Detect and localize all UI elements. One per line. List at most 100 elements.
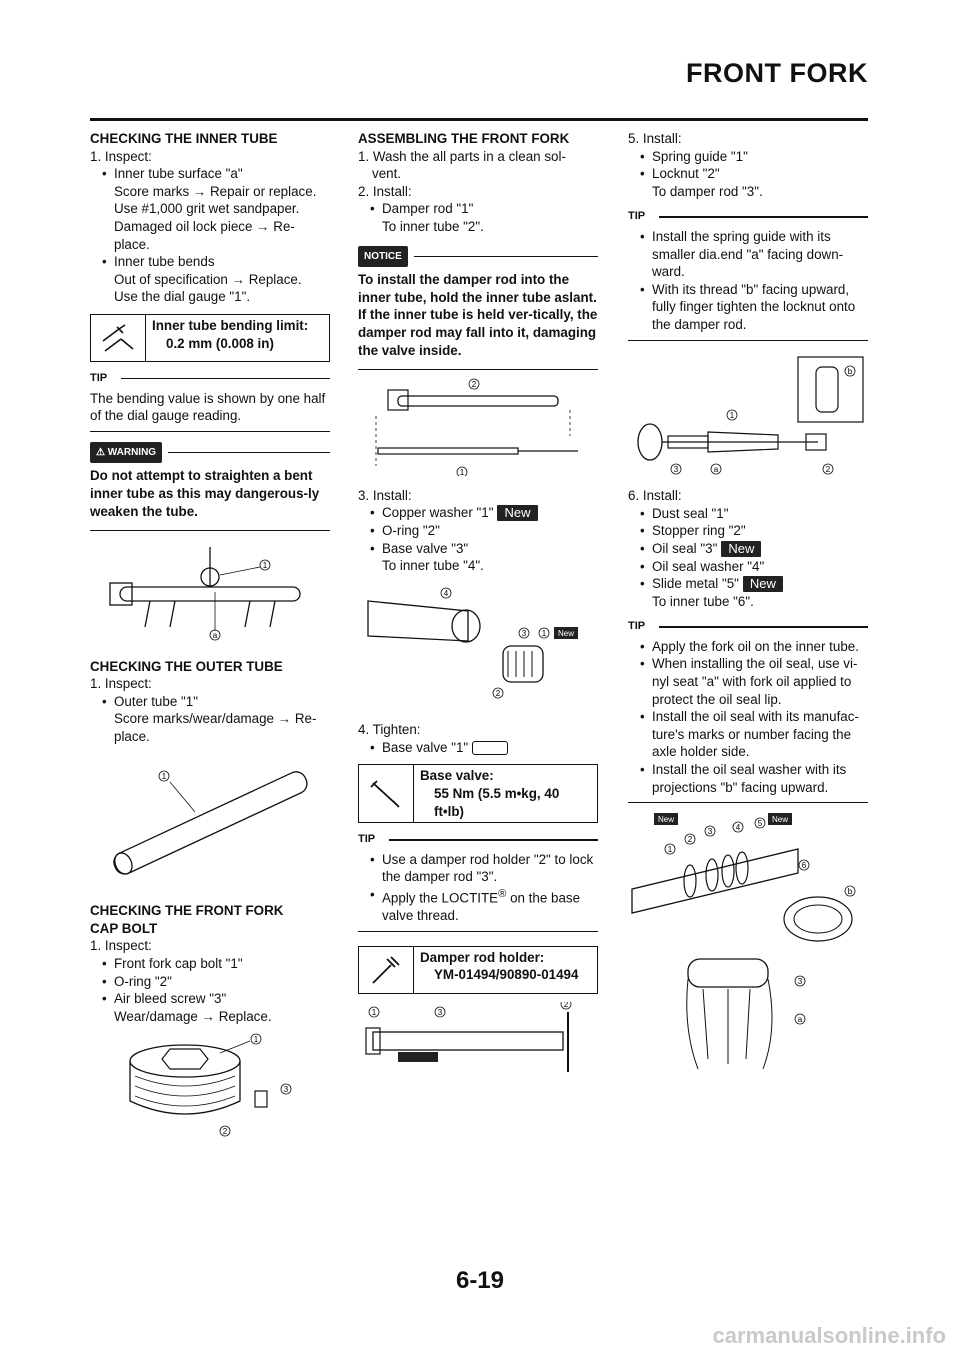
bullet-text: Base valve "1" [382,739,469,755]
bullet: Inner tube bends [90,253,330,271]
page-number: 6-19 [455,1267,505,1294]
header-rule [90,118,868,121]
bullet: Spring guide "1" [628,148,868,166]
step: 4. Tighten: [358,722,421,738]
new-part-badge: New [742,576,783,593]
bullet: Oil seal washer "4" [628,558,868,576]
section-heading: ASSEMBLING THE FRONT FORK [358,131,570,146]
callout-2: 2 [688,835,693,844]
step: 1. Inspect: [90,148,152,164]
callout-a: a [798,1015,803,1024]
bullet: Front fork cap bolt "1" [90,955,330,973]
text-line: To inner tube "6". [652,593,754,609]
text-line: Use #1,000 grit wet sandpaper. [114,201,300,217]
bullet: Base valve "1" [358,739,598,757]
new-part-badge: New [497,505,538,522]
text-line: Out of specification → Replace. [114,271,302,287]
callout-1: 1 [542,629,547,638]
callout-b: b [848,887,853,896]
cap-bolt-figure: 1 3 2 [90,1031,330,1146]
bullet: Locknut "2" [628,165,868,183]
section-heading: CHECKING THE FRONT FORK [90,903,284,919]
bullet: Copper washer "1"New [358,504,598,522]
callout-a: a [213,631,218,640]
base-valve-figure: 4 3 1 New 2 [358,581,598,716]
tip-box: TIP Apply the fork oil on the inner tube… [628,618,868,804]
tip-bullet: Install the oil seal with its manufac-tu… [628,708,868,761]
spec-value: 55 Nm (5.5 m•kg, 40 [434,786,560,802]
step: 1. Inspect: [90,676,152,692]
column-middle: ASSEMBLING THE FRONT FORK 1. Wash the al… [358,130,598,1092]
tip-text: Apply the LOCTITE [382,890,499,906]
bullet-text: Slide metal "5" [652,576,739,592]
outer-tube-figure: 1 [90,752,330,897]
registered-mark: ® [498,888,507,901]
step: 1. Inspect: [90,938,152,954]
callout-1: 1 [372,1008,377,1017]
text-line: To inner tube "2". [382,218,484,234]
callout-b: b [848,367,853,376]
damper-rod-holder-figure: 1 3 2 [358,998,598,1087]
step: 5. Install: [628,131,682,146]
callout-3: 3 [438,1008,443,1017]
text-line: Wear/damage → Replace. [114,1008,272,1024]
callout-1: 1 [460,468,465,476]
callout-a: a [714,465,719,474]
torque-wrench-icon [471,741,508,756]
new-tag: New [658,815,674,824]
text-line: Score marks/wear/damage → Re- [114,711,317,727]
bullet: Damper rod "1" [358,200,598,218]
spec-label: Damper rod holder: [420,949,545,965]
callout-2: 2 [564,1002,569,1009]
spec-value: 0.2 mm (0.008 in) [166,335,274,351]
dial-gauge-figure: 1 a [90,537,330,652]
tip-label: TIP [628,210,646,223]
callout-3: 3 [798,977,803,986]
bullet-text: Copper washer "1" [382,505,494,521]
notice-text: To install the damper rod into the inner… [358,272,598,358]
oil-seal-figure: New New 1 2 3 4 5 6 b [628,809,868,1104]
notice-badge: NOTICE [358,245,408,268]
bullet: Slide metal "5"New [628,575,868,593]
text-line: vent. [372,166,402,182]
step: 1. Wash the all parts in a clean sol- [358,148,566,164]
new-part-badge: New [721,540,762,557]
warning-label: WARNING [107,446,157,458]
text-line: Damaged oil lock piece → Re- [114,218,295,234]
bullet: Base valve "3" [358,540,598,558]
tool-icon [359,946,414,993]
text-line: To damper rod "3". [652,183,763,199]
damper-rod-figure: 2 1 [358,376,598,481]
step: 2. Install: [358,183,412,199]
bullet: Stopper ring "2" [628,522,868,540]
bullet: Inner tube surface "a" [90,165,330,183]
tip-box: TIP Use a damper rod holder "2" to lock … [358,831,598,932]
callout-5: 5 [758,819,763,828]
text-line: To inner tube "4". [382,558,484,574]
tip-bullet: Install the oil seal washer with its pro… [628,761,868,796]
watermark: carmanualsonline.info [712,1323,947,1348]
step: 6. Install: [628,488,682,504]
spec-label: Inner tube bending limit: [152,317,309,333]
tip-bullet: Use a damper rod holder "2" to lock the … [358,851,598,886]
tip-label: TIP [90,371,108,384]
callout-4: 4 [444,589,449,598]
tip-bullet: With its thread "b" facing upward, fully… [628,281,868,334]
section-heading: CHECKING THE INNER TUBE [90,131,278,146]
spec-box: Damper rod holder: YM-01494/90890-01494 [358,945,598,994]
bullet: Outer tube "1" [90,693,330,711]
callout-1: 1 [730,411,735,420]
tip-box: TIP Install the spring guide with its sm… [628,208,868,341]
tip-bullet: When installing the oil seal, use vi-nyl… [628,655,868,708]
step: 3. Install: [358,487,412,503]
measure-icon [91,314,146,361]
spec-value: YM-01494/90890-01494 [434,967,579,983]
tip-bullet: Apply the LOCTITE® on the base valve thr… [358,886,598,925]
tip-label: TIP [628,620,646,633]
callout-4: 4 [736,823,741,832]
tip-bullet: Install the spring guide with its smalle… [628,228,868,281]
section-heading: CAP BOLT [90,920,158,936]
torque-icon [359,765,414,823]
bullet: Dust seal "1" [628,505,868,523]
callout-3: 3 [708,827,713,836]
